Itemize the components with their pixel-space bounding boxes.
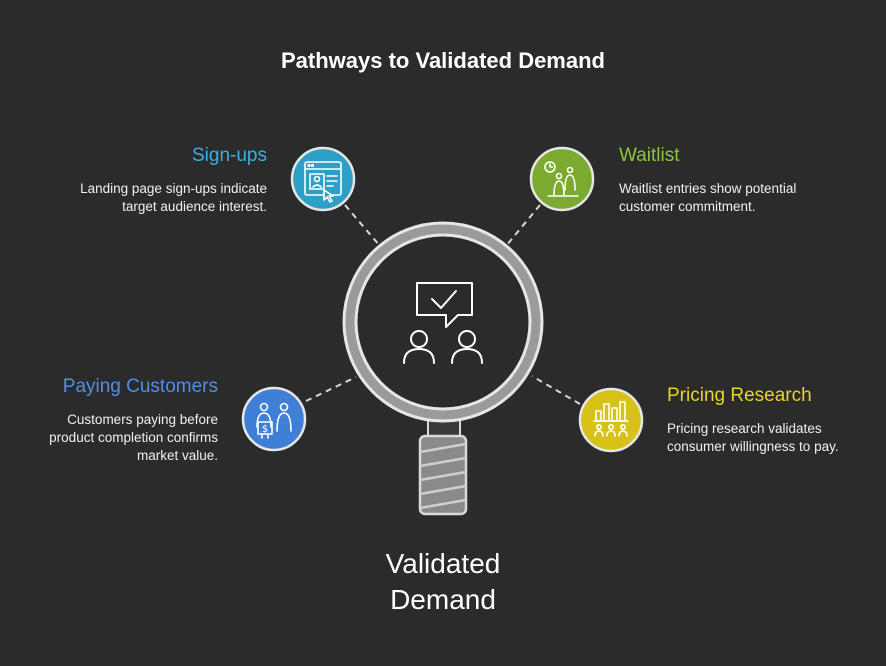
connector-paying	[305, 376, 357, 402]
connector-waitlist	[505, 204, 541, 247]
paying-customers-description-line: product completion confirms	[49, 430, 218, 445]
paying-customers-node: $	[241, 386, 307, 452]
paying-customers-heading: Paying Customers	[62, 376, 218, 397]
magnifier-handle	[418, 417, 468, 516]
connector-signups	[344, 204, 381, 247]
waitlist-node	[529, 146, 595, 212]
signups-description-line: target audience interest.	[122, 199, 267, 214]
pricing-research-node	[578, 387, 644, 453]
waitlist-description-line: Waitlist entries show potential	[619, 181, 797, 196]
signups-description: Landing page sign-ups indicate target au…	[27, 180, 267, 216]
chart-people-icon	[593, 401, 629, 437]
signups-description-line: Landing page sign-ups indicate	[80, 181, 267, 196]
center-label-line: Demand	[390, 584, 496, 615]
queue-people-icon	[544, 161, 579, 197]
connector-pricing	[531, 375, 581, 405]
center-label-line: Validated	[385, 548, 501, 579]
paying-customers-description-line: market value.	[136, 448, 218, 463]
waitlist-description-line: customer commitment.	[619, 199, 756, 214]
payment-people-icon: $	[256, 402, 292, 439]
signups-heading: Sign-ups	[192, 145, 267, 166]
magnifier-lens	[342, 221, 544, 423]
pricing-research-description-line: Pricing research validates	[667, 421, 822, 436]
svg-text:$: $	[262, 424, 268, 435]
web-form-icon	[304, 161, 342, 203]
center-label: Validated Demand	[0, 546, 886, 618]
approval-chat-icon	[403, 282, 483, 364]
pricing-research-description-line: consumer willingness to pay.	[667, 439, 839, 454]
waitlist-description: Waitlist entries show potential customer…	[619, 180, 859, 216]
waitlist-heading: Waitlist	[619, 145, 680, 166]
signups-node	[290, 146, 356, 212]
pricing-research-description: Pricing research validates consumer will…	[667, 420, 877, 456]
paying-customers-description: Customers paying before product completi…	[8, 411, 218, 465]
paying-customers-description-line: Customers paying before	[67, 412, 218, 427]
diagram-title: Pathways to Validated Demand	[281, 48, 605, 73]
pricing-research-heading: Pricing Research	[667, 385, 812, 406]
